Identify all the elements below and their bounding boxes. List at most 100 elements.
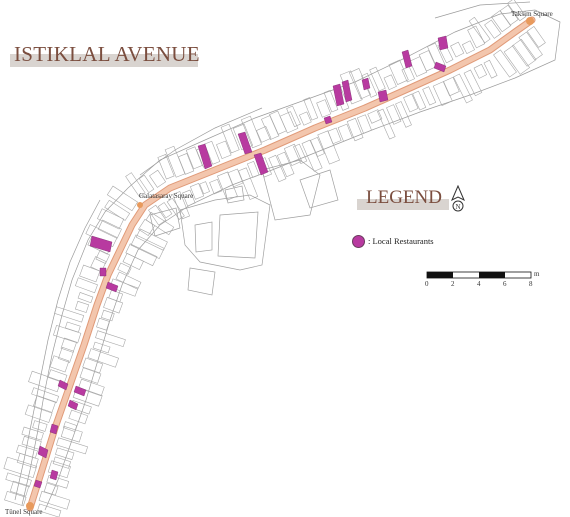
building-parcel — [503, 44, 531, 75]
restaurant-marker — [99, 267, 107, 277]
building-parcel — [217, 171, 238, 201]
avenue — [27, 17, 535, 511]
building-parcel — [279, 111, 299, 134]
galatasaray-square-label: Galatasaray Square — [139, 192, 194, 200]
scale-tick-label: 8 — [529, 280, 533, 288]
building-parcel — [246, 160, 260, 178]
building-parcel — [5, 472, 32, 488]
building-parcel — [97, 208, 125, 230]
restaurant-marker — [332, 83, 345, 107]
building-parcel — [115, 271, 142, 290]
building-parcel — [57, 346, 74, 363]
restaurant-marker — [253, 152, 269, 176]
building-parcel — [172, 191, 190, 220]
restaurant-marker — [401, 49, 413, 69]
restaurant-marker — [237, 131, 253, 155]
building-parcel — [3, 456, 38, 479]
building-parcel — [283, 143, 303, 167]
building-parcel — [484, 19, 502, 39]
legend-title-block: LEGEND — [357, 186, 457, 212]
restaurant-marker — [361, 77, 371, 91]
building-parcel — [21, 435, 42, 450]
building-parcel — [148, 204, 167, 226]
building-parcel — [367, 109, 383, 124]
taksim-square-label: Taksim Square — [511, 10, 553, 18]
building-parcel — [346, 117, 364, 142]
map-title-block: ISTIKLAL AVENUE — [10, 42, 200, 68]
building-parcel — [316, 99, 332, 118]
building-parcel — [388, 59, 409, 85]
building-parcel — [276, 151, 295, 178]
building-parcel — [47, 369, 68, 384]
building-parcel — [422, 86, 437, 106]
title-underlay — [10, 54, 198, 67]
building-parcel — [122, 252, 144, 271]
building-parcel — [95, 249, 111, 264]
restaurant-marker — [377, 89, 389, 103]
building-parcel — [511, 38, 537, 67]
galatasaray-district — [149, 159, 339, 296]
building-parcel — [97, 219, 122, 239]
building-parcel — [432, 81, 453, 107]
building-parcel — [383, 74, 397, 91]
building-parcel — [60, 337, 78, 353]
building-parcel — [79, 367, 102, 384]
map-title: ISTIKLAL AVENUE — [14, 42, 200, 66]
restaurant-marker — [57, 379, 69, 391]
building-parcel — [38, 490, 71, 510]
scale-unit-label: m — [534, 270, 540, 278]
taksim-square-marker[interactable] — [526, 17, 534, 25]
building-parcel — [298, 111, 312, 126]
building-parcel — [79, 264, 101, 283]
building-parcel — [74, 277, 98, 294]
building-parcel — [337, 123, 353, 142]
building-parcel — [526, 26, 546, 48]
building-parcel — [56, 437, 89, 455]
restaurant-marker — [67, 399, 79, 411]
building-parcel — [54, 306, 85, 323]
building-parcel — [178, 153, 195, 175]
restaurant-marker — [437, 35, 449, 51]
building-parcel — [47, 460, 71, 479]
building-parcel — [90, 256, 107, 273]
tunel-square-marker[interactable] — [26, 502, 34, 510]
building-parcel — [92, 341, 111, 354]
restaurant-marker — [341, 79, 353, 103]
building-parcel — [327, 127, 342, 145]
building-parcel — [74, 300, 90, 313]
building-parcel — [68, 409, 89, 425]
building-parcel — [96, 317, 110, 331]
restaurant-marker — [105, 281, 119, 293]
scale-tick-label: 4 — [477, 280, 481, 288]
building-parcel — [467, 25, 486, 49]
north-arrow-icon: N — [451, 185, 465, 212]
restaurant-marker — [49, 423, 59, 435]
building-parcel — [95, 330, 126, 348]
building-parcel — [412, 90, 427, 111]
building-parcel — [483, 59, 498, 79]
building-parcel — [301, 139, 323, 172]
galatasaray-square-marker[interactable] — [137, 202, 143, 208]
building-parcel — [16, 444, 38, 459]
building-parcel — [46, 474, 70, 489]
building-parcel — [499, 4, 519, 26]
restaurant-marker — [89, 235, 113, 253]
building-parcel — [138, 174, 155, 194]
building-parcel — [268, 110, 287, 135]
building-parcel — [493, 49, 517, 78]
tunel-square-label: Tünel Square — [5, 508, 43, 516]
building-parcel — [323, 89, 339, 113]
building-parcel — [52, 456, 72, 469]
building-parcel — [189, 182, 205, 200]
restaurant-swatch-icon — [352, 234, 365, 248]
building-parcel — [310, 136, 325, 157]
building-parcel — [43, 482, 59, 496]
building-parcel — [49, 355, 70, 373]
building-parcel — [227, 168, 244, 188]
building-parcel — [32, 420, 48, 432]
legend-item-label: : Local Restaurants — [368, 236, 434, 246]
building-parcel — [164, 145, 186, 178]
restaurant-marker — [33, 479, 43, 489]
scale-labels: 0 2 4 6 8 m — [423, 270, 543, 290]
